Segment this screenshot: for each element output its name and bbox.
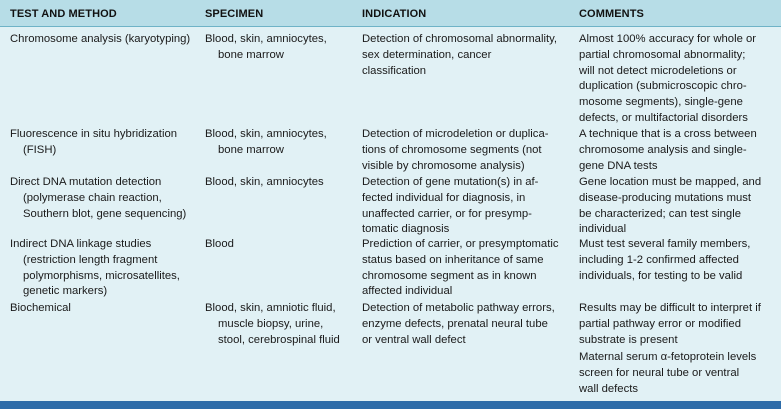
table-header: TEST AND METHOD SPECIMEN INDICATION COMM…: [0, 0, 781, 27]
row-2-specimen: Blood, skin, amniocytes, bone marrow: [205, 128, 327, 156]
row-1-comments: Almost 100% accuracy for whole or partia…: [579, 33, 757, 124]
header-indication: INDICATION: [362, 8, 427, 20]
bottom-rule: [0, 401, 781, 409]
row-2-indication: Detection of microdeletion or duplica- t…: [362, 128, 549, 172]
header-specimen: SPECIMEN: [205, 8, 264, 20]
row-1-indication: Detection of chromosomal abnormality, se…: [362, 33, 558, 77]
header-test-method: TEST AND METHOD: [10, 8, 117, 20]
row-3-specimen: Blood, skin, amniocytes: [205, 176, 324, 188]
row-3-comments: Gene location must be mapped, and diseas…: [579, 176, 762, 236]
row-1-test: Chromosome analysis (karyotyping): [10, 33, 191, 45]
row-5-comments-a: Results may be difficult to interpret if…: [579, 302, 761, 346]
row-4-indication: Prediction of carrier, or presymptomatic…: [362, 238, 559, 298]
row-3-indication: Detection of gene mutation(s) in af- fec…: [362, 176, 539, 236]
row-4-test: Indirect DNA linkage studies (restrictio…: [10, 238, 180, 298]
row-3-test: Direct DNA mutation detection (polymeras…: [10, 176, 187, 220]
row-4-specimen: Blood: [205, 238, 234, 250]
row-4-comments: Must test several family members, includ…: [579, 238, 751, 282]
row-5-test: Biochemical: [10, 302, 71, 314]
row-1-specimen: Blood, skin, amniocytes, bone marrow: [205, 33, 327, 61]
row-5-comments-b: Maternal serum α-fetoprotein levels scre…: [579, 351, 757, 395]
row-2-test: Fluorescence in situ hybridization (FISH…: [10, 128, 178, 156]
header-comments: COMMENTS: [579, 8, 644, 20]
row-5-indication: Detection of metabolic pathway errors, e…: [362, 302, 555, 346]
row-5-specimen: Blood, skin, amniotic fluid, muscle biop…: [205, 302, 340, 346]
row-2-comments: A technique that is a cross between chro…: [579, 128, 757, 172]
